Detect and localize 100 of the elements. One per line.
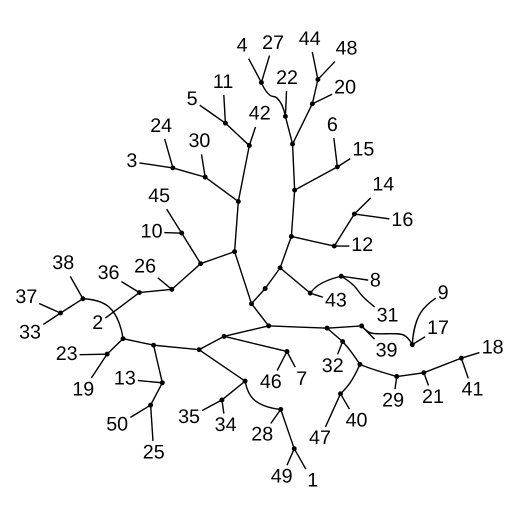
node-text: 10 bbox=[140, 220, 163, 242]
connector bbox=[226, 336, 285, 352]
node-point bbox=[340, 338, 346, 344]
connector bbox=[252, 304, 268, 324]
connector bbox=[199, 104, 224, 122]
node-text: 42 bbox=[248, 102, 271, 124]
node-point bbox=[246, 142, 252, 148]
connector bbox=[311, 275, 340, 292]
connector bbox=[200, 154, 206, 175]
connector bbox=[182, 234, 200, 262]
connector bbox=[280, 410, 294, 446]
connector bbox=[261, 83, 286, 114]
connector bbox=[461, 359, 469, 378]
connector bbox=[226, 124, 248, 144]
node-text: 24 bbox=[150, 114, 172, 136]
connector bbox=[62, 299, 82, 312]
node-point bbox=[458, 355, 464, 360]
node-text: 26 bbox=[134, 255, 156, 278]
connector bbox=[174, 167, 204, 177]
node-point bbox=[179, 230, 184, 236]
node-point bbox=[324, 325, 330, 330]
node-point bbox=[196, 346, 202, 352]
node-text: 36 bbox=[98, 261, 120, 284]
connector bbox=[398, 372, 422, 376]
node-point bbox=[310, 100, 315, 106]
connector bbox=[80, 352, 105, 355]
node-point bbox=[242, 378, 248, 384]
node-text: 45 bbox=[148, 184, 170, 207]
node-point bbox=[232, 248, 238, 254]
connector bbox=[42, 313, 60, 325]
node-text: 7 bbox=[296, 367, 308, 390]
node-text: 12 bbox=[351, 234, 374, 256]
node-point bbox=[284, 348, 290, 354]
connector bbox=[293, 236, 333, 246]
node-point bbox=[258, 80, 264, 84]
connector bbox=[426, 358, 460, 372]
connector bbox=[222, 402, 225, 414]
node-text: 32 bbox=[322, 354, 344, 376]
connector bbox=[124, 338, 152, 345]
connector bbox=[270, 324, 326, 328]
node-text: 5 bbox=[186, 88, 198, 110]
node-point bbox=[308, 290, 313, 296]
connector bbox=[108, 339, 122, 352]
node-point bbox=[292, 187, 298, 192]
connector bbox=[276, 352, 287, 370]
node-text: 14 bbox=[372, 173, 394, 196]
connector bbox=[200, 336, 223, 349]
node-point bbox=[352, 211, 357, 216]
node-text: 41 bbox=[462, 378, 484, 400]
connector bbox=[249, 126, 256, 144]
connector bbox=[314, 93, 332, 104]
node-point bbox=[262, 286, 268, 291]
connector bbox=[356, 213, 390, 220]
node-point bbox=[278, 264, 283, 270]
connector bbox=[261, 54, 270, 80]
node-text: 34 bbox=[214, 414, 237, 436]
connector bbox=[280, 238, 292, 266]
connector bbox=[141, 288, 170, 293]
connector bbox=[355, 196, 372, 213]
connector bbox=[296, 166, 336, 190]
node-point bbox=[219, 397, 224, 402]
connector bbox=[150, 406, 154, 440]
connector bbox=[414, 336, 426, 344]
connector bbox=[238, 146, 250, 200]
connector bbox=[342, 276, 376, 307]
node-text: 28 bbox=[251, 423, 274, 446]
node-point bbox=[410, 342, 415, 347]
node-point bbox=[236, 198, 241, 204]
node-point bbox=[394, 374, 400, 379]
node-text: 16 bbox=[391, 208, 414, 230]
connector bbox=[341, 365, 360, 392]
connector bbox=[333, 138, 338, 165]
connector bbox=[202, 400, 220, 411]
node-text: 15 bbox=[352, 138, 374, 160]
node-point bbox=[266, 322, 272, 328]
node-text: 46 bbox=[260, 370, 282, 393]
connector bbox=[324, 394, 340, 427]
connector bbox=[270, 410, 280, 424]
node-text: 50 bbox=[106, 413, 128, 436]
connector bbox=[312, 51, 318, 77]
node-point bbox=[136, 290, 142, 295]
connector bbox=[312, 292, 323, 298]
node-text: 2 bbox=[92, 311, 104, 334]
connector bbox=[266, 269, 280, 287]
node-text: 47 bbox=[309, 426, 331, 449]
node-text: 35 bbox=[178, 405, 200, 428]
connector bbox=[153, 346, 163, 381]
node-text: 4 bbox=[236, 34, 248, 56]
connector bbox=[164, 231, 180, 234]
connector bbox=[287, 352, 296, 367]
connector bbox=[244, 382, 279, 410]
node-point bbox=[170, 164, 176, 170]
connector bbox=[285, 118, 293, 142]
node-text: 6 bbox=[326, 114, 338, 136]
connector bbox=[412, 297, 436, 342]
node-text: 17 bbox=[427, 316, 449, 339]
connector bbox=[286, 450, 294, 465]
node-text: 37 bbox=[15, 286, 38, 308]
node-point bbox=[282, 113, 288, 118]
connector bbox=[139, 162, 172, 168]
